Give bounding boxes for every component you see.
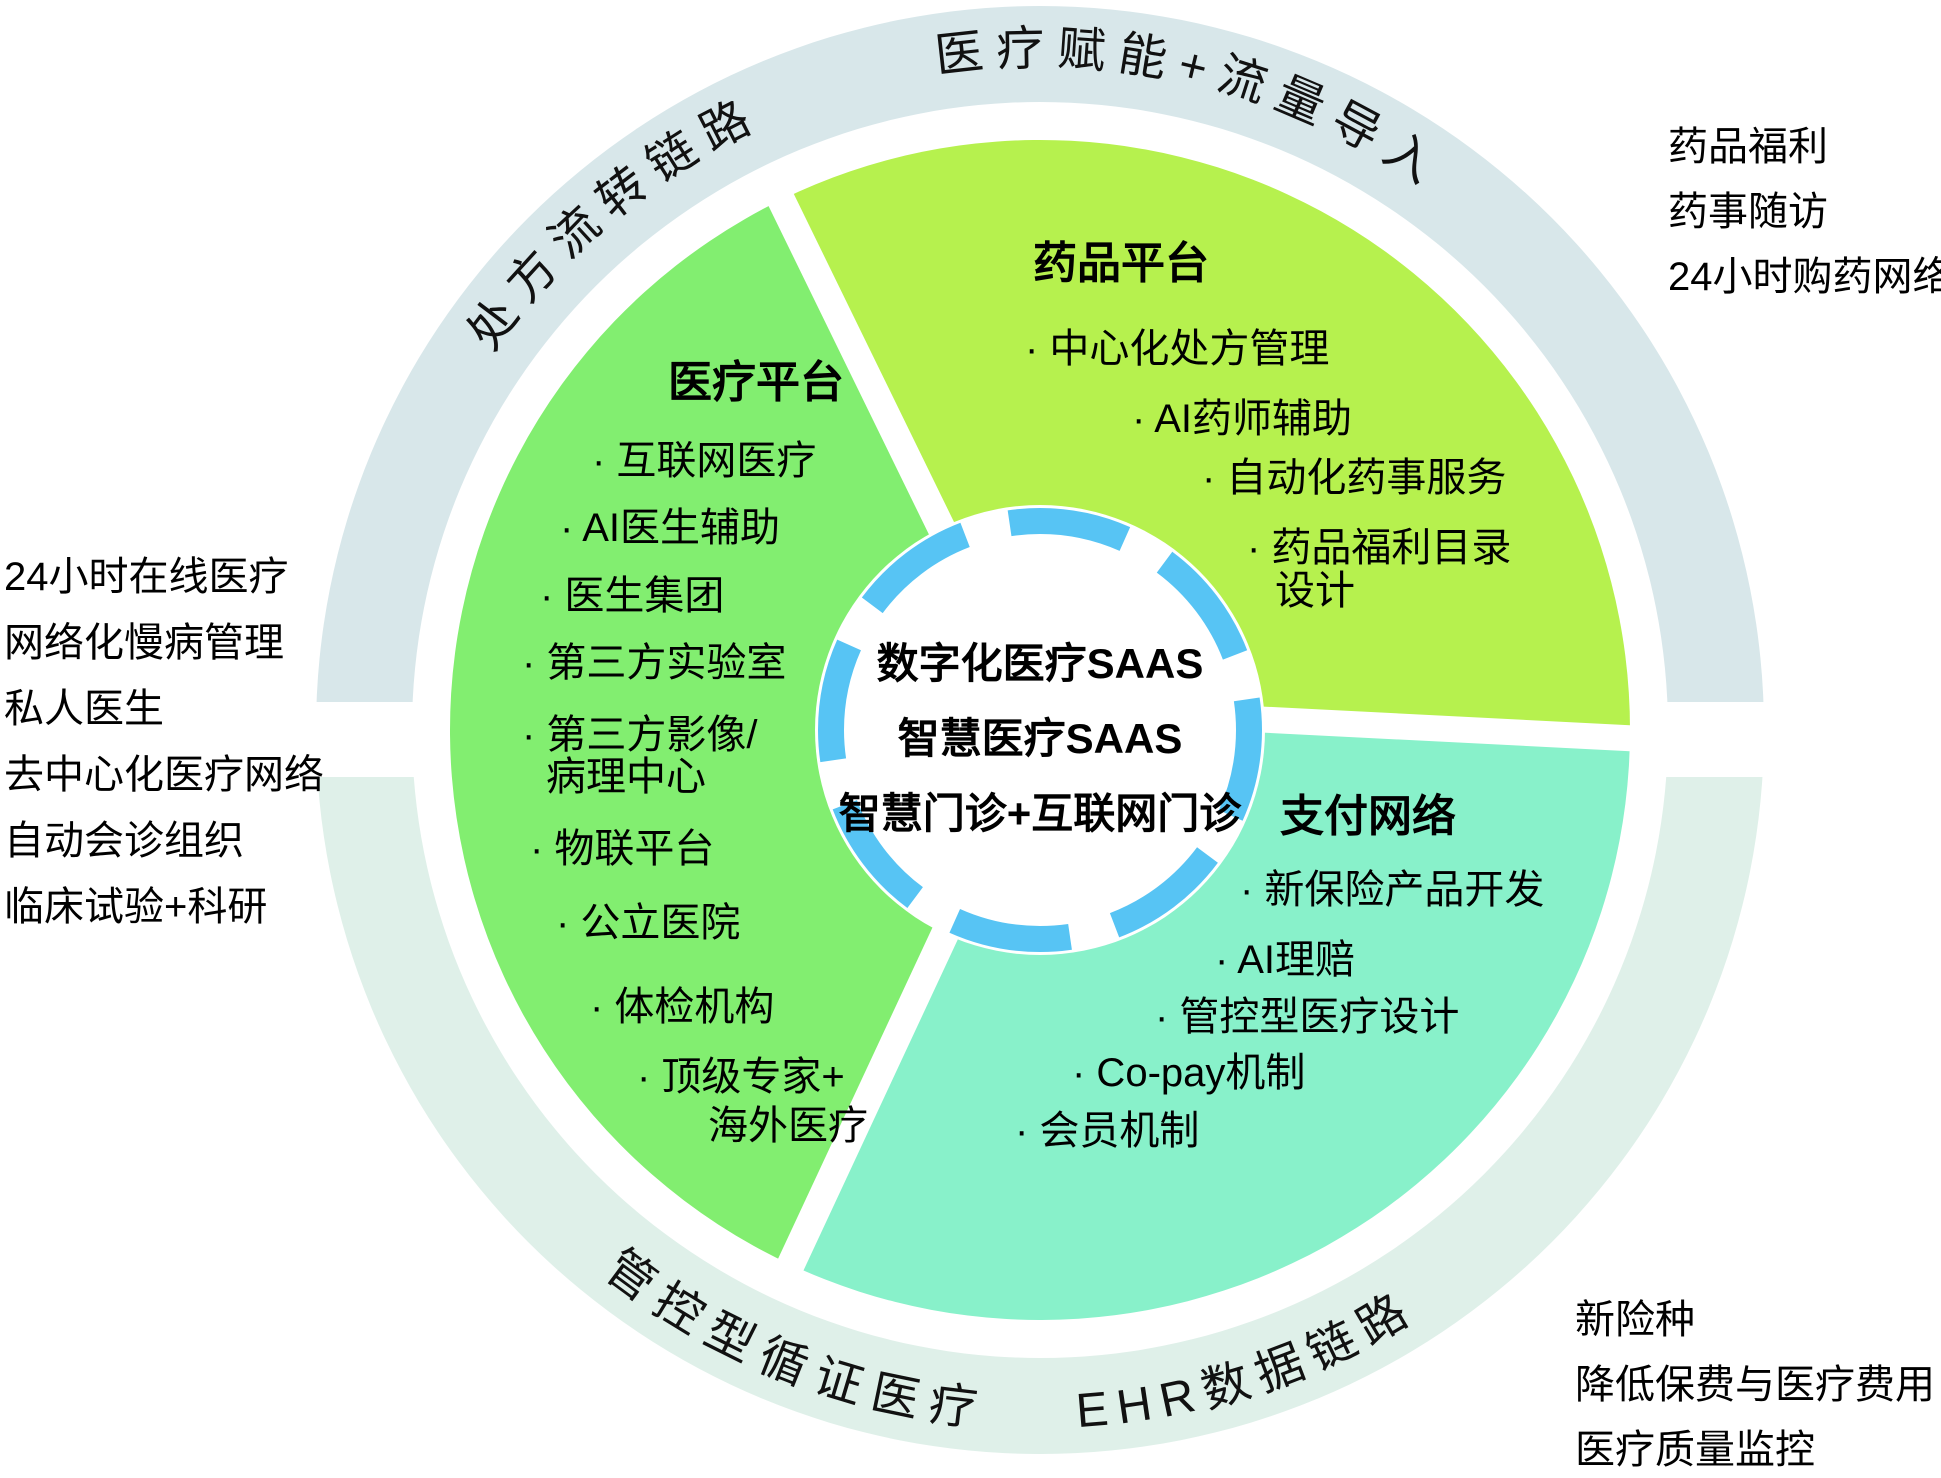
pharma-item: · 自动化药事服务 (1202, 456, 1506, 500)
left-note: 临床试验+科研 (4, 885, 267, 929)
top-right-note: 药品福利 (1668, 125, 1828, 169)
center-line-3: 智慧门诊+互联网门诊 (839, 790, 1243, 837)
payment-item: · 会员机制 (1015, 1109, 1199, 1153)
payment-item: · 新保险产品开发 (1240, 868, 1544, 912)
medical-item: · AI医生辅助 (560, 506, 780, 550)
outer-ring-top (316, 6, 1764, 730)
top-right-note: 药事随访 (1668, 190, 1828, 234)
top-right-note: 24小时购药网络 (1668, 255, 1941, 299)
medical-platform-title: 医疗平台 (668, 358, 844, 407)
ring-gap-right (1633, 702, 1818, 777)
center-line-1: 数字化医疗SAAS (877, 640, 1204, 687)
medical-item: · 医生集团 (540, 574, 724, 618)
pharma-item: · 药品福利目录 (1247, 526, 1511, 570)
medical-item-continued: 病理中心 (546, 755, 706, 799)
center-dashed-ring (818, 508, 1262, 952)
bottom-right-note: 医疗质量监控 (1575, 1428, 1815, 1472)
medical-item: · 互联网医疗 (592, 439, 816, 483)
outer-ring-bottom (316, 730, 1764, 1454)
pharma-item-continued: 设计 (1275, 569, 1355, 613)
segment-medical-platform (449, 199, 1040, 1265)
center-line-2: 智慧医疗SAAS (898, 715, 1183, 762)
payment-item: · 管控型医疗设计 (1155, 995, 1459, 1039)
payment-item: · AI理赔 (1215, 938, 1355, 982)
medical-item: · 体检机构 (590, 985, 774, 1029)
medical-item-continued: 海外医疗 (708, 1104, 868, 1148)
payment-item: · Co-pay机制 (1072, 1051, 1305, 1095)
medical-item: · 物联平台 (530, 827, 714, 871)
medical-item: · 第三方影像/ (522, 713, 758, 757)
medical-item: · 第三方实验室 (522, 641, 786, 685)
pharma-item: · 中心化处方管理 (1025, 327, 1329, 371)
payment-network-title: 支付网络 (1280, 791, 1456, 841)
left-note: 24小时在线医疗 (4, 555, 289, 599)
center-circle (815, 505, 1265, 955)
left-note: 自动会诊组织 (4, 819, 244, 863)
medical-item: · 公立医院 (556, 901, 740, 945)
ring-gap-left (285, 702, 447, 777)
medical-item: · 顶级专家+ (637, 1055, 845, 1099)
left-note: 私人医生 (4, 687, 164, 731)
left-note: 去中心化医疗网络 (4, 753, 324, 797)
pharma-item: · AI药师辅助 (1132, 397, 1352, 441)
left-note: 网络化慢病管理 (4, 621, 284, 665)
bottom-right-note: 降低保费与医疗费用 (1575, 1363, 1935, 1407)
pharma-platform-title: 药品平台 (1033, 239, 1209, 288)
bottom-right-note: 新险种 (1575, 1298, 1695, 1342)
